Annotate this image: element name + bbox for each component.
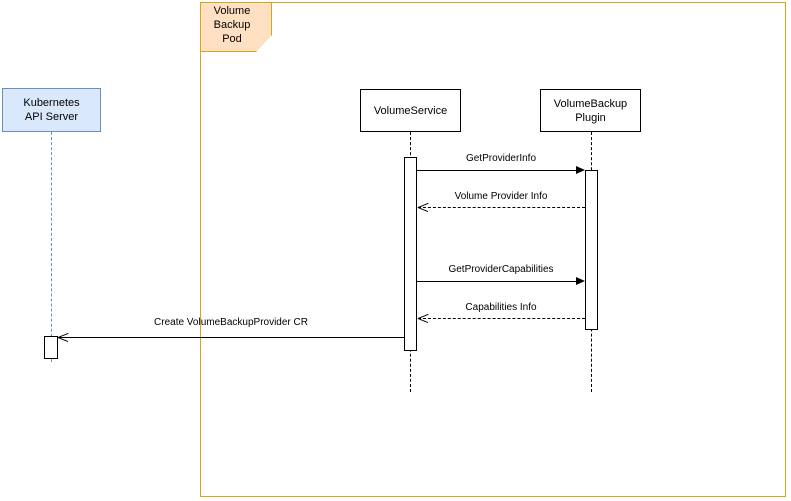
message-arrowhead-get-provider-capabilities (576, 277, 585, 285)
frame-label-text: Volume Backup Pod (213, 5, 251, 45)
message-line-get-provider-capabilities (417, 281, 577, 282)
frame-label-tab: Volume Backup Pod (200, 2, 272, 52)
participant-k8s-api-server-label: Kubernetes API Server (23, 97, 80, 123)
frame-volume-backup-pod (200, 2, 786, 497)
message-line-get-provider-info (417, 170, 577, 171)
message-label-create-volumebackupprovider-cr: Create VolumeBackupProvider CR (154, 317, 308, 328)
participant-volume-backup-plugin[interactable]: VolumeBackup Plugin (540, 89, 641, 132)
activation-volume-service (404, 157, 417, 351)
lifeline-k8s-api-server (51, 132, 52, 362)
message-arrowhead-create-volumebackupprovider-cr (57, 332, 69, 343)
participant-k8s-api-server[interactable]: Kubernetes API Server (2, 88, 101, 132)
message-line-capabilities-info (418, 318, 585, 319)
message-label-get-provider-info: GetProviderInfo (465, 153, 537, 164)
participant-volume-service[interactable]: VolumeService (360, 89, 461, 132)
message-line-create-volumebackupprovider-cr (58, 337, 405, 338)
participant-volume-service-label: VolumeService (373, 104, 448, 117)
activation-k8s-api-server (44, 336, 58, 359)
message-arrowhead-capabilities-info (417, 313, 429, 324)
message-arrowhead-volume-provider-info (417, 202, 429, 213)
message-arrowhead-get-provider-info (576, 166, 585, 174)
activation-volume-backup-plugin (585, 170, 598, 330)
message-label-capabilities-info: Capabilities Info (465, 302, 537, 313)
participant-volume-backup-plugin-label: VolumeBackup Plugin (553, 97, 628, 124)
message-line-volume-provider-info (418, 207, 585, 208)
message-label-volume-provider-info: Volume Provider Info (454, 191, 548, 202)
message-label-get-provider-capabilities: GetProviderCapabilities (448, 264, 554, 275)
